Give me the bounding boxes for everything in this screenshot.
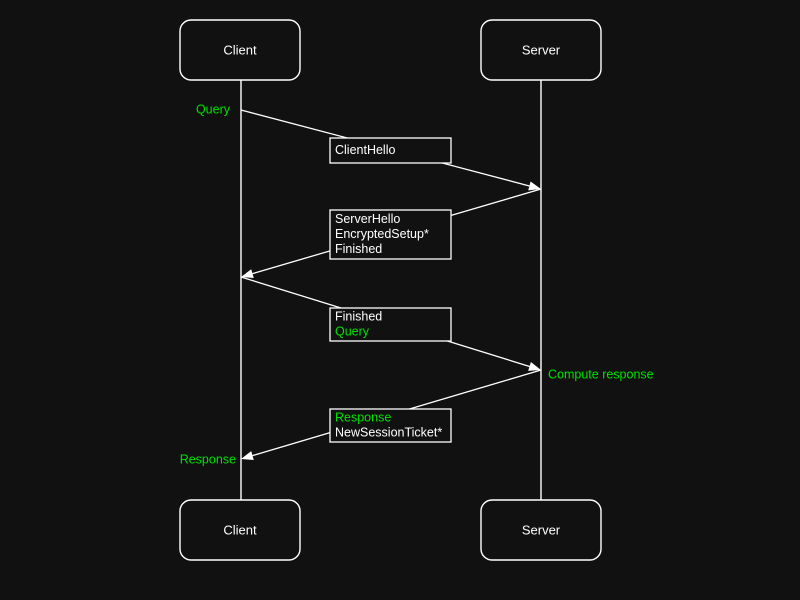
lifelines-layer xyxy=(240,80,542,500)
actor-box-shape xyxy=(480,499,602,561)
arrow-head xyxy=(528,181,541,191)
arrow-head xyxy=(241,451,254,460)
actor-box-shape xyxy=(179,19,301,81)
message-line: Finished xyxy=(335,242,382,256)
message-box-shape xyxy=(329,408,452,443)
message-line: Finished xyxy=(335,309,382,323)
actor-box-server-top: Server xyxy=(480,19,602,81)
message-line: EncryptedSetup* xyxy=(335,227,429,241)
actor-label: Server xyxy=(522,522,561,537)
arrow-head xyxy=(528,362,541,371)
message-line: Response xyxy=(335,410,391,424)
note-query: Query xyxy=(196,102,231,116)
actor-box-server-bottom: Server xyxy=(480,499,602,561)
message-box-shape xyxy=(329,137,452,164)
message-line: ServerHello xyxy=(335,212,400,226)
msg-client-hello-label-box: ClientHello xyxy=(329,137,452,164)
message-line: ClientHello xyxy=(335,143,395,157)
message-line: NewSessionTicket* xyxy=(335,425,442,439)
message-line: Query xyxy=(335,324,370,338)
actor-box-shape xyxy=(179,499,301,561)
actor-label: Server xyxy=(522,42,561,57)
arrow-head xyxy=(241,269,254,279)
actor-box-client-bottom: Client xyxy=(179,499,301,561)
actor-label: Client xyxy=(223,522,257,537)
note-compute-response: Compute response xyxy=(548,367,654,381)
message-box-shape xyxy=(329,307,452,342)
message-boxes-layer: ClientHelloServerHelloEncryptedSetup*Fin… xyxy=(329,137,452,443)
actor-label: Client xyxy=(223,42,257,57)
actor-box-shape xyxy=(480,19,602,81)
actor-box-client-top: Client xyxy=(179,19,301,81)
message-box-shape xyxy=(329,209,452,260)
note-response: Response xyxy=(180,452,236,466)
